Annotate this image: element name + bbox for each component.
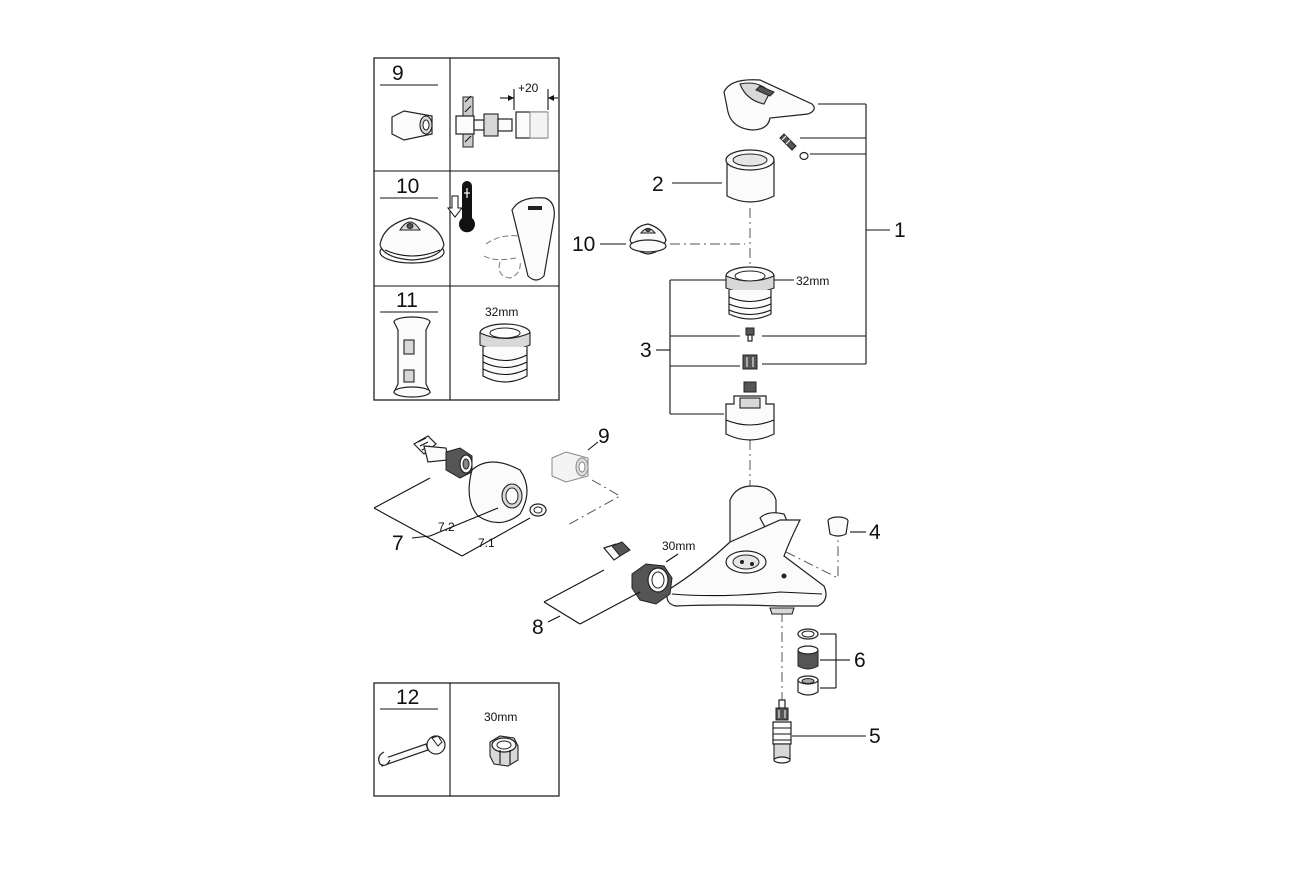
- callout-2: 2: [652, 173, 664, 196]
- callout-5: 5: [869, 725, 881, 748]
- callout-7: 7: [392, 532, 404, 555]
- temperature-limiter: [629, 223, 667, 255]
- callout-10: 10: [572, 233, 595, 256]
- cartridge-dimension: 32mm: [796, 274, 829, 288]
- callout-3: 3: [640, 339, 652, 362]
- aerator-housing: [797, 675, 819, 696]
- lever-handle: [723, 79, 815, 131]
- accessory-panel-bottom: 12 30mm: [373, 682, 560, 797]
- connector-nipple: [602, 541, 631, 561]
- accessory-number-10: 10: [396, 175, 419, 198]
- mixer-body: [666, 485, 827, 615]
- callout-4: 4: [869, 521, 881, 544]
- aerator-washer: [797, 628, 819, 640]
- extension-dimension: +20: [518, 81, 539, 95]
- nut-icon: [489, 735, 519, 767]
- callout-9: 9: [598, 425, 610, 448]
- callout-6: 6: [854, 649, 866, 672]
- spindle-screw: [745, 327, 755, 342]
- cartridge-size-label: 32mm: [485, 305, 518, 319]
- seal-washer: [529, 503, 547, 517]
- callout-7-2: 7.2: [438, 520, 455, 534]
- cartridge-adapter: [725, 266, 775, 320]
- cap: [827, 516, 849, 537]
- nut-dimension: 30mm: [662, 539, 695, 553]
- union-nut: [631, 563, 673, 605]
- callout-1: 1: [894, 219, 906, 242]
- sleeve: [725, 149, 775, 203]
- cartridge-tool-icon: [393, 316, 431, 398]
- adapter-icon: [391, 110, 433, 141]
- temperature-limiter-icon: [379, 217, 445, 264]
- accessory-number-12: 12: [396, 686, 419, 709]
- cartridge-icon: [479, 323, 531, 383]
- wall-adapter: [551, 451, 589, 483]
- wrench-icon: [378, 735, 446, 767]
- accessory-panel-top: 9 +20 10: [373, 57, 560, 401]
- diverter: [772, 699, 792, 764]
- thermometer-icon: [446, 181, 475, 233]
- s-union: [413, 435, 473, 479]
- accessory-number-11: 11: [396, 289, 418, 312]
- callout-7-1: 7.1: [478, 536, 495, 550]
- cartridge: [725, 381, 775, 441]
- aerator: [797, 645, 819, 670]
- callout-8: 8: [532, 616, 544, 639]
- lever-range-icon: [483, 197, 555, 281]
- rosette: [468, 461, 528, 524]
- extension-icon: [455, 89, 558, 148]
- spline-adapter: [742, 354, 758, 370]
- grub-screw: [779, 133, 809, 161]
- accessory-number-9: 9: [392, 62, 404, 85]
- nut-size-label: 30mm: [484, 710, 517, 724]
